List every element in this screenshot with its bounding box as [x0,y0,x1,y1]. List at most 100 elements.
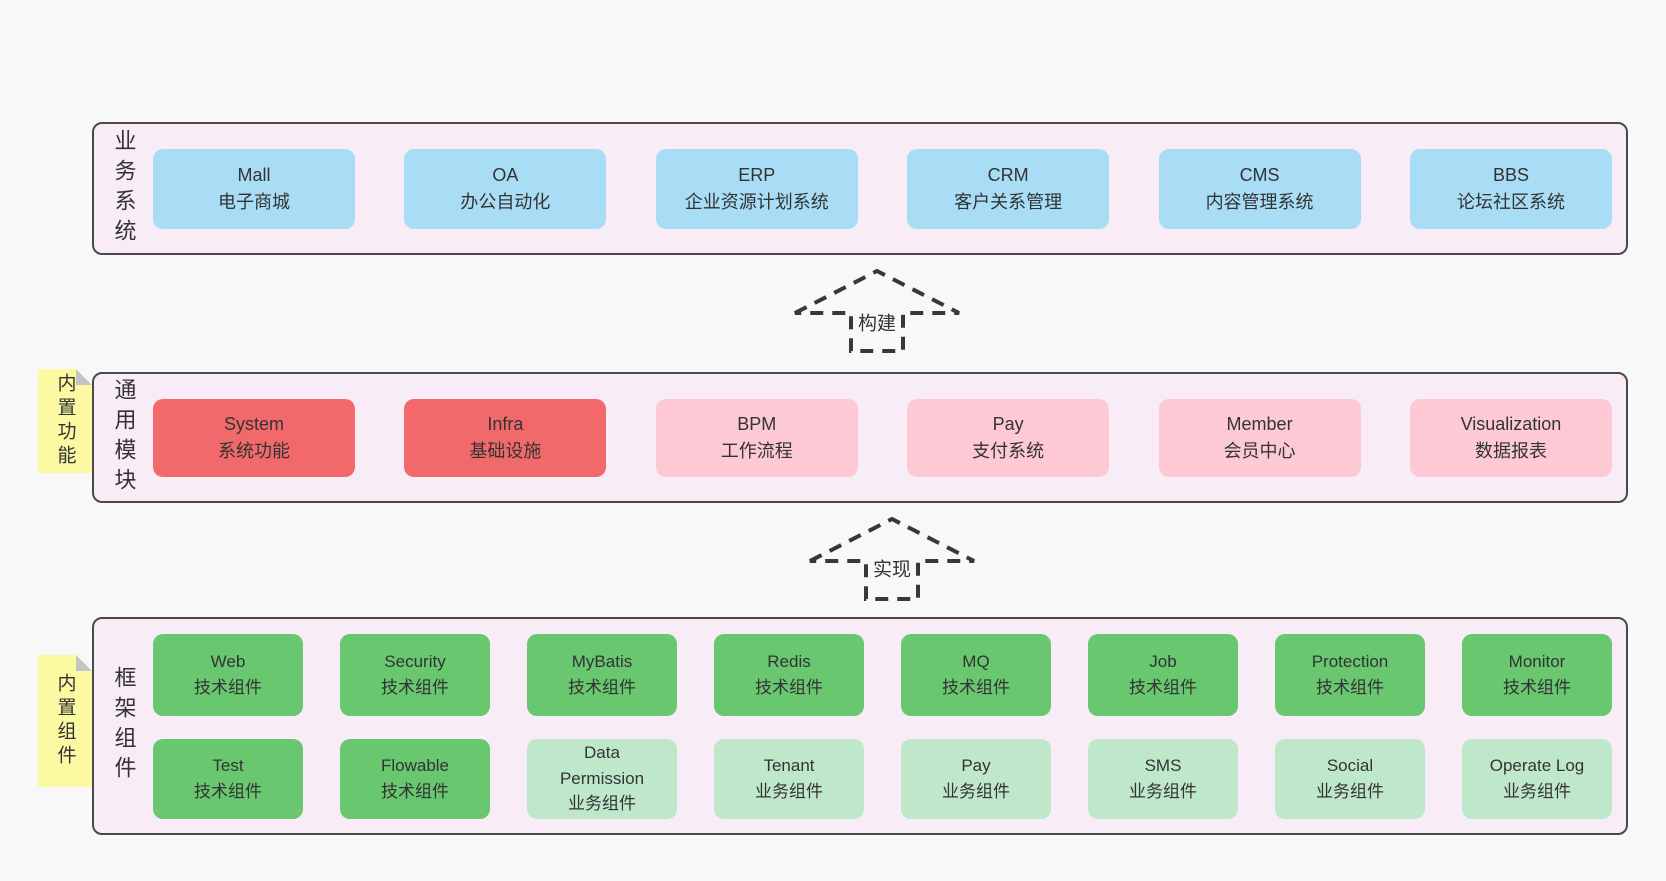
component-box-web: Web 技术组件 [153,633,303,716]
component-box-redis: Redis 技术组件 [714,633,864,716]
box-subtitle: 技术组件 [381,677,449,697]
module-box-bpm: BPM 工作流程 [655,398,858,477]
box-subtitle: 业务组件 [755,781,823,801]
component-box-pay: Pay 业务组件 [901,738,1051,819]
component-box-mybatis: MyBatis 技术组件 [527,633,677,716]
box-title: BPM [737,413,777,434]
arrow-label-build: 构建 [853,307,901,337]
component-box-test: Test 技术组件 [153,738,303,819]
box-subtitle: 数据报表 [1474,440,1547,461]
sticky-note-builtin-features: 内置功能 [38,369,92,473]
box-subtitle: 企业资源计划系统 [684,191,829,212]
band-label-text: 框架组件 [111,666,137,786]
module-box-member: Member 会员中心 [1158,398,1361,477]
component-box-flowable: Flowable 技术组件 [340,738,490,819]
band-label: 业务系统 [94,124,153,253]
module-box-cms: CMS 内容管理系统 [1158,148,1361,229]
box-subtitle: 基础设施 [469,440,542,461]
box-subtitle: 业务组件 [942,781,1010,801]
box-title: SMS [1144,756,1182,775]
band-common-modules: 通用模块 System 系统功能 Infra 基础设施 BPM 工作流程 Pay… [92,372,1628,503]
box-subtitle: 业务组件 [1503,781,1571,801]
band-content: Mall 电子商城 OA 办公自动化 ERP 企业资源计划系统 CRM 客户关系… [153,124,1626,253]
box-title: CMS [1239,164,1280,185]
box-title: Visualization [1460,413,1562,434]
component-box-protection: Protection 技术组件 [1275,633,1425,716]
box-subtitle: 技术组件 [1503,677,1571,697]
component-box-job: Job 技术组件 [1088,633,1238,716]
band-label: 框架组件 [94,619,153,833]
band-framework-components: 框架组件 Web 技术组件 Security 技术组件 MyBatis 技术组件… [92,617,1628,835]
box-subtitle: 技术组件 [1316,677,1384,697]
box-title: OA [492,164,519,185]
component-box-operate-log: Operate Log 业务组件 [1462,738,1612,819]
box-title: Tenant [763,756,815,775]
box-subtitle: 技术组件 [194,677,262,697]
module-box-erp: ERP 企业资源计划系统 [655,148,858,229]
component-box-security: Security 技术组件 [340,633,490,716]
module-box-infra: Infra 基础设施 [404,398,607,477]
box-subtitle: 业务组件 [568,794,636,814]
module-box-pay: Pay 支付系统 [907,398,1110,477]
component-box-mq: MQ 技术组件 [901,633,1051,716]
box-title: Protection [1311,652,1389,671]
band-label: 通用模块 [94,374,153,501]
arrow-label-implement: 实现 [868,553,916,583]
box-subtitle: 技术组件 [1129,677,1197,697]
sticky-note-text: 内置组件 [54,673,76,769]
box-title: Security [384,652,446,671]
box-title: Web [210,652,246,671]
band-content: Web 技术组件 Security 技术组件 MyBatis 技术组件 Redi… [153,619,1626,833]
box-title: MyBatis [571,652,633,671]
box-title: MQ [962,652,990,671]
sticky-note-text: 内置功能 [54,373,76,469]
box-subtitle: 办公自动化 [460,191,551,212]
component-box-data-permission: Data Permission 业务组件 [527,738,677,819]
box-subtitle: 业务组件 [1316,781,1384,801]
module-box-visualization: Visualization 数据报表 [1409,398,1612,477]
box-title: Flowable [380,756,450,775]
component-box-sms: SMS 业务组件 [1088,738,1238,819]
box-title: Infra [487,413,524,434]
box-subtitle: 技术组件 [755,677,823,697]
sticky-note-builtin-components: 内置组件 [38,655,92,787]
box-title: Redis [767,652,811,671]
box-subtitle: 会员中心 [1223,440,1296,461]
box-subtitle: 内容管理系统 [1205,191,1314,212]
box-title: CRM [987,164,1029,185]
box-title: Job [1149,652,1177,671]
component-row: Test 技术组件 Flowable 技术组件 Data Permission … [153,738,1612,819]
box-title: Data Permission [559,743,645,788]
box-title: Test [212,756,244,775]
box-title: Monitor [1508,652,1566,671]
box-subtitle: 支付系统 [972,440,1045,461]
band-label-text: 业务系统 [111,128,137,249]
box-title: ERP [738,164,776,185]
component-box-social: Social 业务组件 [1275,738,1425,819]
box-subtitle: 技术组件 [568,677,636,697]
box-title: System [223,413,284,434]
box-subtitle: 技术组件 [942,677,1010,697]
box-subtitle: 电子商城 [218,191,290,212]
box-subtitle: 客户关系管理 [954,191,1063,212]
component-box-tenant: Tenant 业务组件 [714,738,864,819]
component-row: Web 技术组件 Security 技术组件 MyBatis 技术组件 Redi… [153,633,1612,716]
module-box-system: System 系统功能 [153,398,355,477]
module-box-mall: Mall 电子商城 [153,148,355,229]
box-subtitle: 系统功能 [218,440,290,461]
component-box-monitor: Monitor 技术组件 [1462,633,1612,716]
box-subtitle: 工作流程 [720,440,793,461]
box-subtitle: 业务组件 [1129,781,1197,801]
up-arrow-icon [792,268,962,354]
box-subtitle: 论坛社区系统 [1456,191,1565,212]
box-subtitle: 技术组件 [194,781,262,801]
box-title: Pay [961,756,991,775]
module-box-crm: CRM 客户关系管理 [907,148,1110,229]
up-arrow-icon [807,516,977,602]
box-title: Member [1226,413,1293,434]
box-title: Pay [992,413,1024,434]
module-box-bbs: BBS 论坛社区系统 [1409,148,1612,229]
box-title: Mall [237,164,271,185]
module-box-oa: OA 办公自动化 [404,148,607,229]
band-content: System 系统功能 Infra 基础设施 BPM 工作流程 Pay 支付系统… [153,374,1626,501]
